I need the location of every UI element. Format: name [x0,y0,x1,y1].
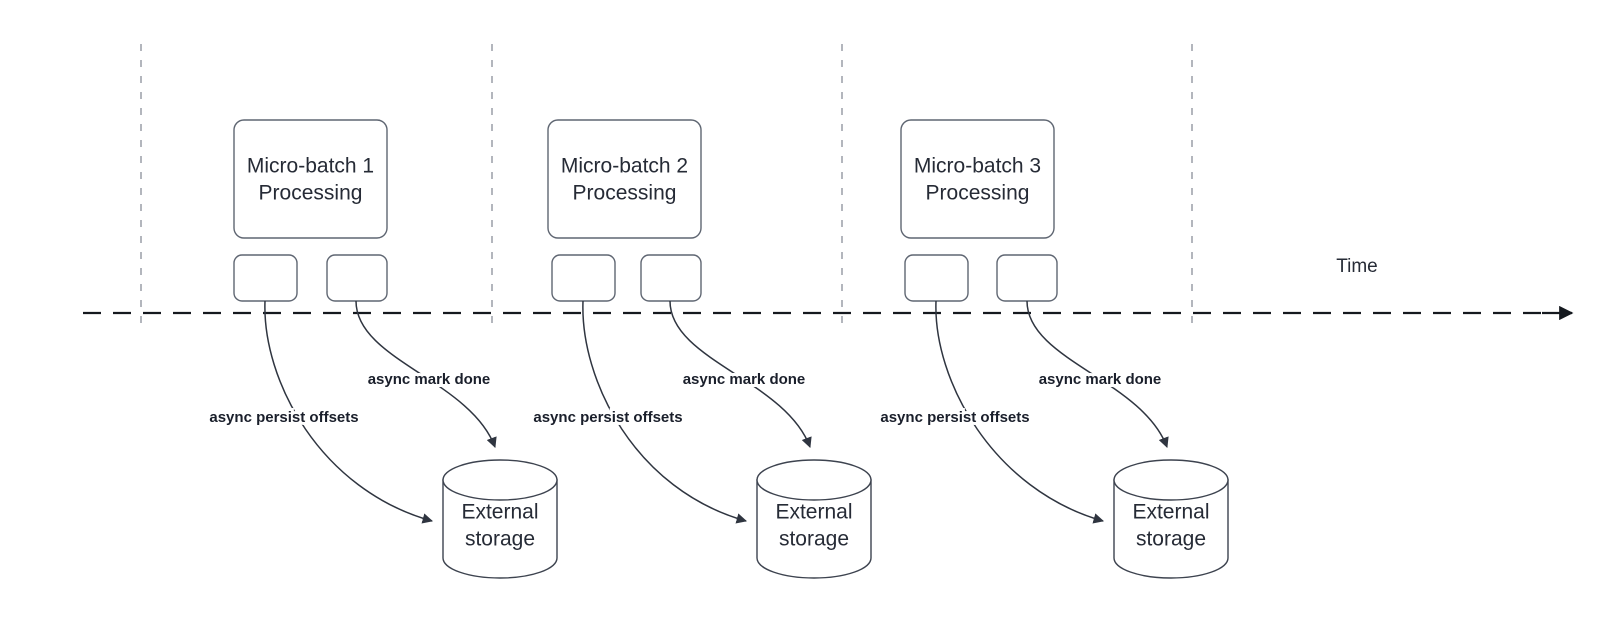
batch-1-task-1[interactable] [233,254,298,302]
batch-3-task-1[interactable] [904,254,969,302]
batch-1-box[interactable] [233,119,388,239]
persist-1-label: async persist offsets [209,409,358,426]
markdone-3-halo: async mark done [1039,371,1162,388]
batch-3-label-line2: Processing [926,182,1030,205]
storage-3[interactable]: External storage [1113,459,1229,579]
persist-edge-2 [582,300,748,524]
storage-3-top-ellipse [1113,459,1229,501]
storage-1-body[interactable] [442,479,558,579]
markdone-2-label: async mark done [683,371,806,388]
storage-3-label-line1: External [1132,501,1209,524]
storage-1-label-line2: storage [465,528,535,551]
batch-3-task-2[interactable] [996,254,1058,302]
markdone-2-halo: async mark done [683,371,806,388]
batch-1-label-line1: Micro-batch 1 [247,155,374,178]
storage-3-body[interactable] [1113,479,1229,579]
storage-1-label-line1: External [461,501,538,524]
persist-3-halo: async persist offsets [880,409,1029,426]
storage-1[interactable]: External storage [442,459,558,579]
time-axis-label: Time [1336,256,1378,277]
batch-1-task-2[interactable] [326,254,388,302]
storage-2-top-ellipse [756,459,872,501]
batch-2-label-line2: Processing [573,182,677,205]
batch-3-label-line1: Micro-batch 3 [914,155,1041,178]
batch-3-box[interactable] [900,119,1055,239]
batch-2-label-line1: Micro-batch 2 [561,155,688,178]
batch-2-task-2[interactable] [640,254,702,302]
persist-edge-3 [935,300,1105,524]
storage-2-body[interactable] [756,479,872,579]
persist-edge-1 [264,300,434,524]
micro-batch-groups: Micro-batch 1 Processing Micro-batch 2 Proc… [233,119,1058,302]
async-flow-edges [264,300,1169,524]
persist-3-label: async persist offsets [880,409,1029,426]
batch-3[interactable]: Micro-batch 3 Processing [900,119,1058,302]
storage-2-label-line2: storage [779,528,849,551]
batch-2-task-1[interactable] [551,254,616,302]
edge-label-group: async persist offsets async persist offse… [206,368,1164,429]
persist-2-halo: async persist offsets [533,409,682,426]
markdone-1-label: async mark done [368,371,491,388]
markdone-edge-3 [1026,300,1169,448]
storage-1-top-ellipse [442,459,558,501]
markdone-edge-1 [355,300,497,448]
batch-1-label-line2: Processing [259,182,363,205]
batch-2[interactable]: Micro-batch 2 Processing [547,119,702,302]
storage-2[interactable]: External storage [756,459,872,579]
persist-1-halo: async persist offsets [209,409,358,426]
batch-1[interactable]: Micro-batch 1 Processing [233,119,388,302]
markdone-3-label: async mark done [1039,371,1162,388]
external-storage-group: External storage External storage External st… [442,459,1229,579]
storage-2-label-line1: External [775,501,852,524]
persist-2-label: async persist offsets [533,409,682,426]
markdone-edge-2 [669,300,812,448]
markdone-1-halo: async mark done [368,371,491,388]
storage-3-label-line2: storage [1136,528,1206,551]
batch-2-box[interactable] [547,119,702,239]
